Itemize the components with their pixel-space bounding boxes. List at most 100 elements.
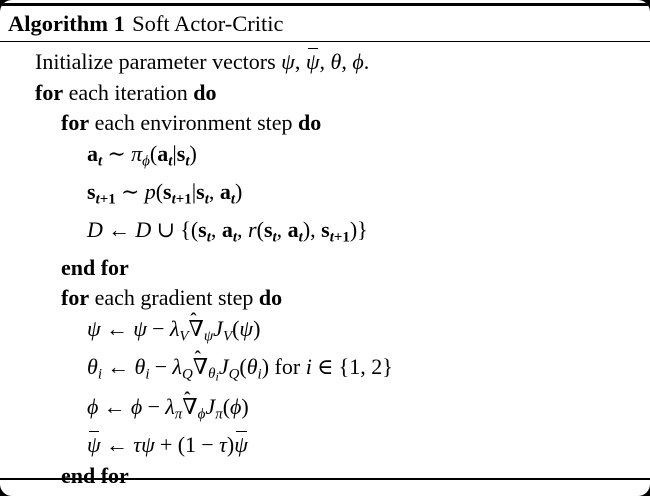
subscript: π [175, 407, 183, 423]
math-token: ψ [203, 328, 214, 345]
math-token: ( [149, 140, 158, 166]
subscript: t+1 [330, 229, 350, 245]
math-token: for [61, 110, 90, 136]
math-token: ) [226, 432, 235, 458]
subscript: t [231, 191, 235, 207]
math-token: ) [253, 315, 261, 341]
math-token: π [215, 406, 223, 423]
math-token: t [230, 191, 236, 208]
math-token: st+1 [321, 216, 350, 246]
subscript: Q [182, 366, 193, 382]
algorithm-line: st+1∼p(st+1|st, at) [0, 177, 650, 215]
math-token: ← [103, 394, 126, 420]
math-token: ) [235, 178, 243, 204]
math-token: st [176, 140, 190, 170]
subscript: t [299, 229, 303, 245]
math-token: t [95, 191, 100, 208]
math-token: for [35, 79, 64, 105]
math-token: JV [213, 315, 233, 345]
math-token: i [257, 366, 262, 383]
subscript: θi [208, 366, 219, 384]
math-token: Q [228, 366, 240, 383]
math-token: ) [189, 140, 197, 166]
algorithm-label: Algorithm 1 [8, 10, 125, 36]
math-token: t [185, 153, 190, 170]
math-token: θi [134, 353, 150, 383]
math-token: t [168, 153, 173, 170]
math-token: ψ [239, 315, 254, 341]
subscript: Q [229, 366, 240, 382]
math-token: τψ [133, 432, 155, 458]
math-token: , [276, 216, 288, 242]
hat-accent-icon: ˆ [184, 388, 191, 410]
subscript: i [145, 366, 149, 382]
subscript: ϕ [198, 407, 206, 423]
math-token: λQ [172, 353, 193, 383]
subscript: t+1 [96, 191, 116, 207]
subscript: ϕ [142, 153, 150, 169]
subscript: t [98, 153, 102, 169]
subscript: π [215, 407, 223, 423]
math-token: ψ [87, 315, 101, 341]
math-token: i [215, 369, 219, 384]
math-token: Jπ [205, 394, 223, 423]
math-token: D [135, 216, 152, 242]
math-token: do [298, 110, 322, 136]
math-token: for [61, 285, 90, 311]
algorithm-line: for each environment step do [0, 108, 650, 139]
math-token: st [263, 216, 277, 246]
math-token: ← [105, 315, 128, 341]
math-token: − [147, 394, 160, 420]
math-token: ( [155, 178, 164, 204]
subscript: t [185, 153, 189, 169]
algorithm-line: D←D∪{(st, at, r(st, at), st+1)} [0, 215, 650, 253]
math-token: for [269, 353, 306, 379]
math-token: , [210, 216, 222, 242]
math-token: ( [232, 315, 240, 341]
math-token: each environment step [89, 110, 299, 136]
math-token: each gradient step [89, 285, 259, 311]
math-token: Q [181, 366, 193, 383]
math-token: +1 [333, 229, 350, 246]
math-token: JQ [218, 353, 240, 383]
math-token: ), [302, 216, 322, 242]
subscript: V [179, 328, 188, 344]
math-token: t [171, 191, 176, 208]
math-token: V [179, 328, 189, 345]
math-token: θi [246, 353, 262, 383]
math-token: ( [256, 216, 264, 242]
math-token: V [222, 328, 233, 345]
subscript: i [98, 366, 102, 382]
math-token: at [157, 140, 173, 170]
math-token: + [160, 432, 173, 458]
math-token: at [221, 216, 238, 246]
math-token: , [341, 49, 353, 75]
subscript: t [207, 229, 211, 245]
math-token: ψ [281, 49, 295, 75]
math-token: ˆ∇θi [193, 348, 219, 393]
subscript: t [168, 153, 172, 169]
math-token: | [191, 178, 197, 204]
math-token: at [287, 216, 303, 246]
subscript: V [223, 328, 232, 344]
hat-accent-icon: ˆ [190, 310, 197, 332]
algorithm-line: Initialize parameter vectors ψ, ψ, θ, ϕ. [0, 47, 650, 78]
math-token: πϕ [131, 140, 150, 170]
math-token: each iteration [63, 79, 194, 105]
algorithm-line: for each gradient step do [0, 283, 650, 314]
math-token: ψ [234, 430, 248, 461]
math-token: ← [105, 432, 128, 458]
math-token: at [219, 178, 236, 208]
math-token: λV [169, 315, 189, 345]
math-token: ∪ [156, 216, 176, 242]
math-token: ϕ [197, 406, 206, 423]
math-token: , [294, 49, 306, 75]
algorithm-line: end for [0, 253, 650, 284]
algorithm-line: end for [0, 491, 650, 496]
math-token: θ [330, 49, 342, 75]
math-token: ← [107, 353, 130, 379]
